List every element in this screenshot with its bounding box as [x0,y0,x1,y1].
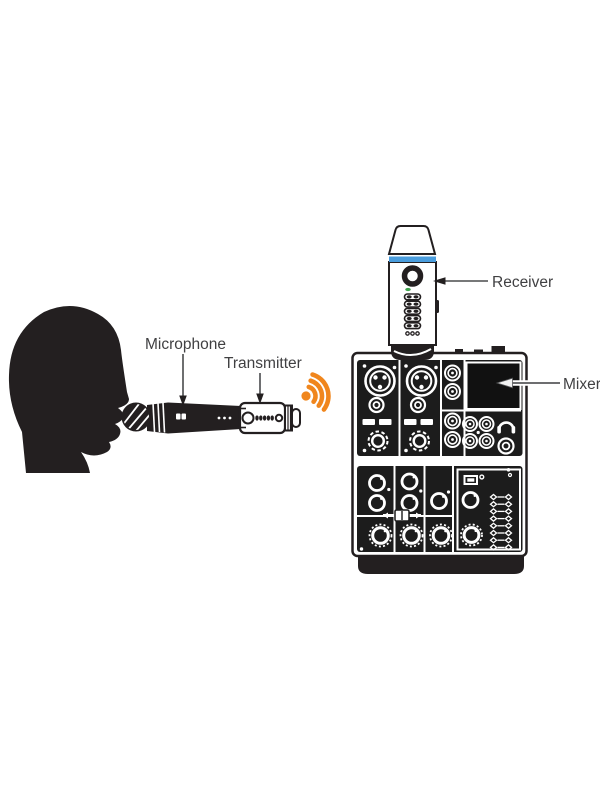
headphone-jack [497,437,515,455]
microphone-graphic [121,402,241,434]
transmitter-buttons [255,415,274,421]
transmitter-tip [291,408,301,428]
person-head-silhouette [8,305,129,473]
headphones-icon [497,421,516,434]
microphone-switch [176,413,181,420]
line-input-2 [409,396,427,414]
receiver-top [387,225,437,255]
transmitter-xlr-connector [241,411,255,425]
fader-slider [383,509,421,522]
mixer-channel-2 [404,364,438,453]
quarter-inch-jack-1 [367,430,389,452]
mixer-lower-panel [357,466,523,552]
mixer-graphic [351,346,528,574]
transmitter-callout: Transmitter [224,355,302,404]
microphone-body [147,402,241,434]
receiver-arrowhead [433,277,446,285]
volume-knob-1 [368,523,393,548]
power-switch [463,475,478,485]
mixer-upper-panel [357,360,523,456]
microphone-callout: Microphone [145,336,226,406]
gain-knob [368,494,386,512]
main-mix-knob [460,523,483,547]
level-knob [461,491,480,509]
volume-knob-3 [429,523,453,548]
microphone-arrowhead [179,395,187,406]
receiver-base [391,344,434,360]
xlr-input-1 [364,365,396,397]
xlr-input-2 [405,365,438,397]
mixer-label: Mixer [563,376,600,393]
mixer-arrowhead [495,377,513,389]
eq-ladder [489,493,513,551]
volume-knob-2 [399,523,424,548]
receiver-label: Receiver [492,274,553,291]
microphone-ball [121,402,151,432]
wifi-waves-icon [301,372,331,412]
receiver-buttons [403,293,422,330]
receiver-callout: Receiver [433,274,553,291]
receiver-graphic [387,225,439,360]
transmitter-graphic [238,401,301,435]
transmitter-label: Transmitter [224,355,302,372]
mixer-callout: Mixer [495,376,600,393]
line-input-1 [368,396,385,414]
mixer-tape-io-group [462,416,495,449]
gain-knob [368,474,386,492]
mixer-rca-column [444,364,461,448]
mixer-base [358,556,524,574]
eq-knob [400,472,419,491]
pan-knob [430,492,448,510]
transmitter-arrowhead [256,393,264,404]
power-led [405,287,411,292]
mixer-channel-1 [362,364,397,453]
receiver-knob [401,265,424,287]
receiver-stripe [389,256,436,262]
microphone-label: Microphone [145,336,226,353]
quarter-inch-jack-2 [409,430,430,452]
